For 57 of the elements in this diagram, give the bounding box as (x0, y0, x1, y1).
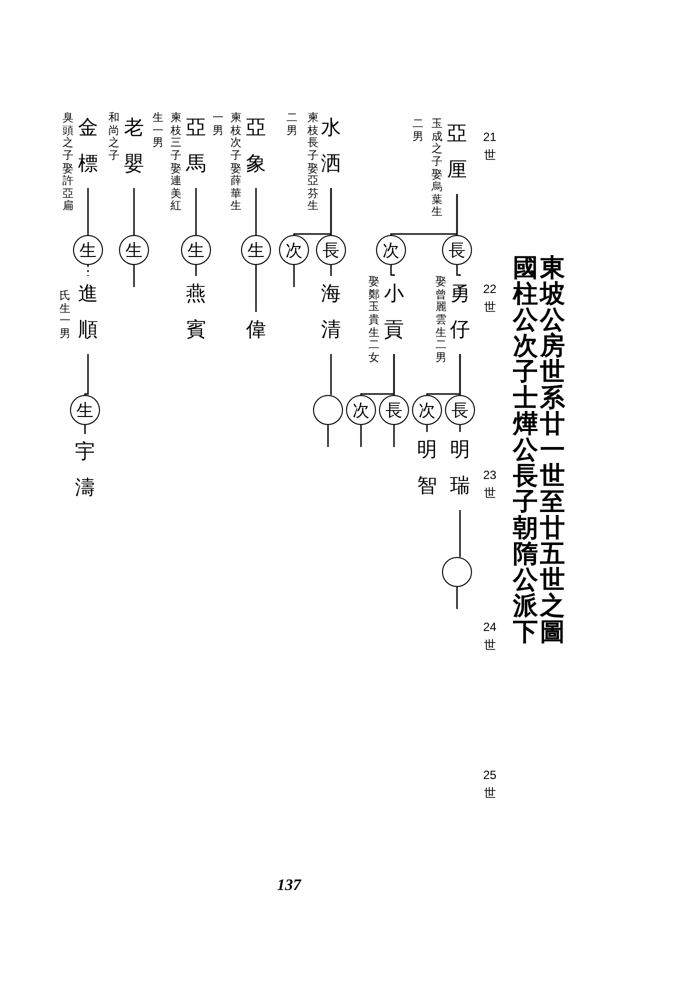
annotation-text: 娶曾麗雲生二男 (435, 276, 447, 364)
connector-line (87, 188, 89, 235)
connector-line (390, 265, 395, 276)
connector-line (330, 265, 332, 276)
connector-line (456, 265, 461, 276)
generation-label: 24世 (482, 619, 498, 654)
title: 東坡公房世系廿一世至廿五世之圖 (540, 256, 565, 646)
connector-line (456, 587, 458, 609)
generation-label: 21世 (482, 129, 498, 164)
connector-line (330, 354, 332, 395)
person-name: 小貢 (384, 276, 404, 348)
person-name: 偉 (246, 312, 266, 348)
connector-line (195, 188, 197, 235)
person-name: 海清 (321, 276, 341, 348)
subtitle: 國柱公次子士燁公長子朝隋公派下 (513, 256, 538, 646)
connector-line (390, 194, 458, 236)
annotation-text: 柬枝次子娶薛華生一男 (212, 112, 242, 213)
connector-line (133, 188, 135, 235)
person-name: 水洒 (321, 110, 341, 182)
connector-line (459, 510, 461, 557)
person-name: 亞馬 (186, 110, 206, 182)
page-number: 137 (277, 876, 301, 896)
person-name: 亞厘 (447, 116, 467, 188)
connector-line (255, 265, 257, 312)
person-name: 老嬰 (124, 110, 144, 182)
annotation-text: 和尚之子 (108, 112, 120, 162)
connector-line (84, 354, 89, 396)
person-name: 勇仔 (450, 276, 470, 348)
person-name: 明智 (417, 432, 437, 504)
connector-line (195, 265, 197, 276)
connector-line (255, 188, 257, 235)
connector-line (133, 265, 135, 287)
connector-line (360, 425, 362, 447)
connector-line (293, 188, 332, 236)
generation-label: 22世 (482, 281, 498, 316)
annotation-text: 柬枝三子娶連美紅生一男 (152, 112, 182, 213)
connector-line (426, 425, 428, 432)
connector-line (87, 265, 89, 276)
generation-label: 25世 (482, 767, 498, 802)
annotation-text: 柬枝長子娶亞芬生二男 (286, 112, 319, 213)
connector-line (360, 354, 395, 396)
person-name: 金標 (78, 110, 98, 182)
generation-label: 23世 (482, 467, 498, 502)
annotation-text: 娶鄭玉貴生二女 (368, 276, 380, 364)
connector-line (426, 354, 461, 396)
connector-line (393, 425, 395, 447)
connector-line (459, 425, 461, 432)
person-name: 明瑞 (450, 432, 470, 504)
person-name: 宇濤 (75, 434, 95, 506)
person-name: 亞象 (246, 110, 266, 182)
connector-line (327, 425, 329, 447)
annotation-text: 臭頭之子娶許亞扁氏生一男 (59, 112, 74, 340)
annotation-text: 玉成之子娶烏葉生二男 (412, 118, 443, 219)
person-name: 燕賓 (186, 276, 206, 348)
connector-line (293, 265, 295, 287)
connector-line (84, 425, 86, 434)
person-name: 進順 (78, 276, 98, 348)
